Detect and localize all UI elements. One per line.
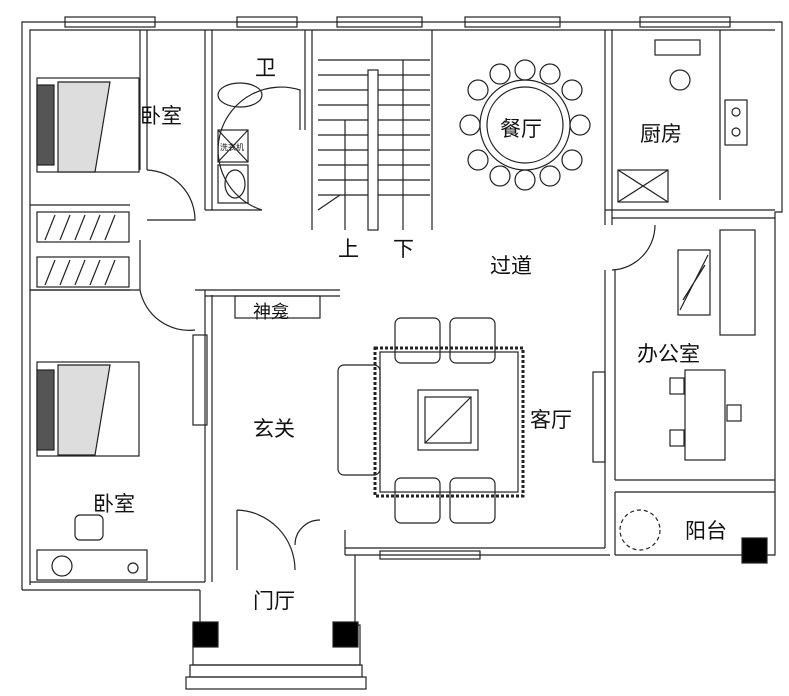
furniture-bedrooms [36,77,321,581]
label-entrance-hall: 门厅 [253,589,295,613]
label-foyer: 玄关 [253,417,295,441]
interior-walls [30,30,775,555]
kitchen-fixtures [617,39,748,203]
label-washer: 洗衣机 [220,143,244,152]
label-balcony: 阳台 [685,519,727,543]
staircase [317,59,430,231]
porch [185,555,367,690]
label-stair-up: 上 [338,237,359,261]
label-office: 办公室 [637,342,700,366]
label-bedroom-bottom: 卧室 [93,492,135,516]
living-room-furniture [337,317,525,524]
label-living: 客厅 [530,408,572,432]
dining-table [459,59,591,191]
outer-walls [21,21,783,591]
label-bedroom-top: 卧室 [140,104,182,128]
furniture-bathroom [217,82,263,204]
windows [64,16,731,560]
label-bathroom: 卫 [255,56,276,80]
office-furniture [669,229,756,461]
label-kitchen: 厨房 [640,122,682,146]
doors [139,86,656,571]
balcony-plant [619,509,768,564]
label-dining: 餐厅 [500,117,542,141]
label-corridor: 过道 [490,254,532,278]
label-stair-down: 下 [393,237,414,261]
label-shrine: 神龛 [253,302,289,323]
